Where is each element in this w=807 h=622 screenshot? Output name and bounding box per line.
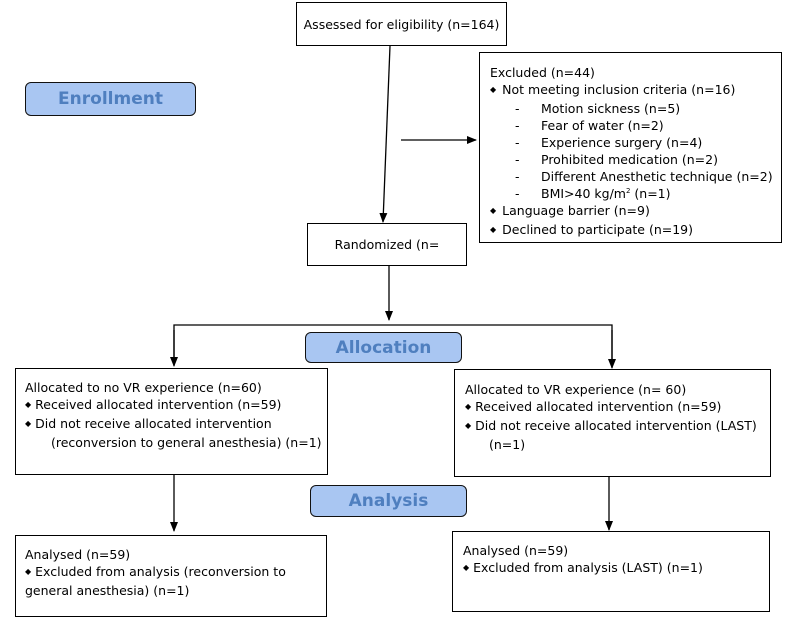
analysis-left-title: Analysed (n=59) [25, 547, 131, 562]
excluded-reason-item: -Prohibited medication (n=2) [515, 152, 718, 167]
analysis-right-box: Analysed (n=59) Excluded from analysis (… [452, 531, 770, 612]
randomized-label: Randomized (n= [334, 237, 440, 252]
arrow-assessed-to-randomized [379, 45, 391, 223]
alloc-left-not-received-detail: (reconversion to general anesthesia) (n=… [51, 435, 322, 450]
randomized-box: Randomized (n= [307, 223, 467, 266]
stage-analysis: Analysis [310, 485, 467, 517]
analysis-right-excluded: Excluded from analysis (LAST) (n=1) [463, 559, 769, 578]
alloc-left-box: Allocated to no VR experience (n=60) Rec… [15, 368, 328, 475]
alloc-left-received: Received allocated intervention (n=59) [25, 396, 327, 415]
excluded-reason-item: -Experience surgery (n=4) [515, 135, 703, 150]
alloc-left-not-received: Did not receive allocated intervention [25, 415, 327, 434]
alloc-right-title: Allocated to VR experience (n= 60) [465, 382, 687, 397]
alloc-right-received: Received allocated intervention (n=59) [465, 398, 770, 417]
assessed-box: Assessed for eligibility (n=164) [296, 2, 507, 46]
excluded-title: Excluded (n=44) [490, 65, 595, 80]
analysis-left-box: Analysed (n=59) Excluded from analysis (… [15, 535, 327, 617]
excluded-language: Language barrier (n=9) [490, 202, 781, 221]
analysis-left-excluded-detail: general anesthesia) (n=1) [25, 583, 190, 598]
stage-enrollment: Enrollment [25, 82, 196, 116]
excluded-reason-item: -Motion sickness (n=5) [515, 101, 681, 116]
excluded-box: Excluded (n=44) Not meeting inclusion cr… [479, 52, 782, 243]
excluded-criteria: Not meeting inclusion criteria (n=16) [490, 81, 781, 100]
excluded-declined: Declined to participate (n=19) [490, 221, 781, 240]
alloc-right-not-received: Did not receive allocated intervention (… [465, 417, 770, 436]
alloc-right-box: Allocated to VR experience (n= 60) Recei… [454, 369, 771, 477]
excluded-reason-bmi: -BMI>40 kg/m2 (n=1) [515, 186, 671, 201]
analysis-right-title: Analysed (n=59) [463, 543, 569, 558]
alloc-right-not-received-detail: (n=1) [489, 437, 526, 452]
analysis-left-excluded: Excluded from analysis (reconversion to [25, 563, 326, 582]
excluded-reason-item: -Different Anesthetic technique (n=2) [515, 169, 773, 184]
excluded-reason-item: -Fear of water (n=2) [515, 118, 664, 133]
assessed-label: Assessed for eligibility (n=164) [303, 16, 500, 32]
stage-allocation: Allocation [305, 332, 462, 363]
alloc-left-title: Allocated to no VR experience (n=60) [25, 380, 262, 395]
